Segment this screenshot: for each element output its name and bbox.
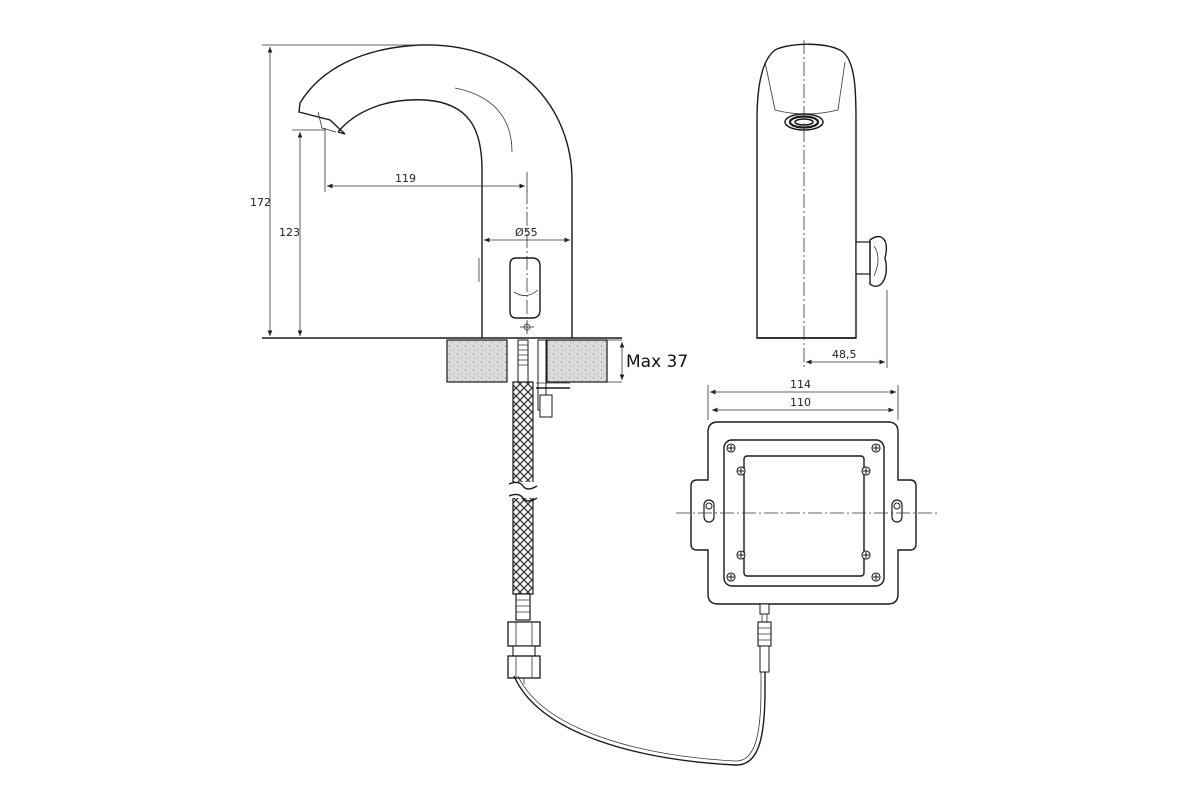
box-outer-width-label: 114 [790,378,811,391]
deck-left-section [446,339,508,383]
overall-height-label: 172 [250,196,271,209]
valve-nut-lower [507,655,541,679]
screw-head-icon [736,550,746,560]
sensor-window-icon [509,257,541,319]
spout-highlight [454,87,513,153]
side-body-contour [756,43,857,339]
keyhole-slot-icon [891,499,903,523]
screw-head-icon [736,466,746,476]
screw-head-icon [726,572,736,582]
mounting-nut [539,394,553,418]
valve-body [512,645,536,657]
side-cap-right-edge [837,61,846,111]
screw-head-icon [726,443,736,453]
cable-gland [759,603,770,615]
under-deck-hardware [507,339,570,684]
screw-head-icon [726,443,881,582]
control-box-lid [743,455,865,577]
control-box-mounting-plate [690,421,917,605]
body-diameter-label: Ø55 [515,226,538,239]
valve-nut-upper [507,621,541,647]
screw-head-icon [861,466,871,476]
control-box [676,421,938,673]
faucet-side-view: 48,5 [756,40,888,370]
hose-ferrule [515,593,531,621]
break-mark-icon [508,481,538,502]
box-mount-width-label: 110 [790,396,811,409]
deck-thickness-label: Max 37 [626,352,688,372]
spout-outlet [317,111,337,133]
spout-outer-contour [299,44,573,338]
adjustment-knob-icon [855,235,887,287]
front-view-dimensions: 172 123 119 Ø55 [250,44,570,336]
countertop-section: Max 37 [446,339,688,383]
screw-head-icon [871,572,881,582]
control-cable [513,672,766,766]
spout-reach-label: 119 [395,172,416,185]
cable-connector-plug [759,645,770,673]
spout-tip [298,102,346,135]
spout-inner-contour [337,99,483,338]
keyhole-slot-icon [703,499,715,523]
faucet-front-view [262,44,622,339]
side-cap-left-edge [764,61,776,111]
spout-height-label: 123 [279,226,300,239]
screw-head-icon [871,443,881,453]
screw-head-icon [861,550,871,560]
control-box-dimensions: 114 110 [707,378,899,420]
side-depth-label: 48,5 [832,348,857,361]
deck-right-section [546,339,608,383]
